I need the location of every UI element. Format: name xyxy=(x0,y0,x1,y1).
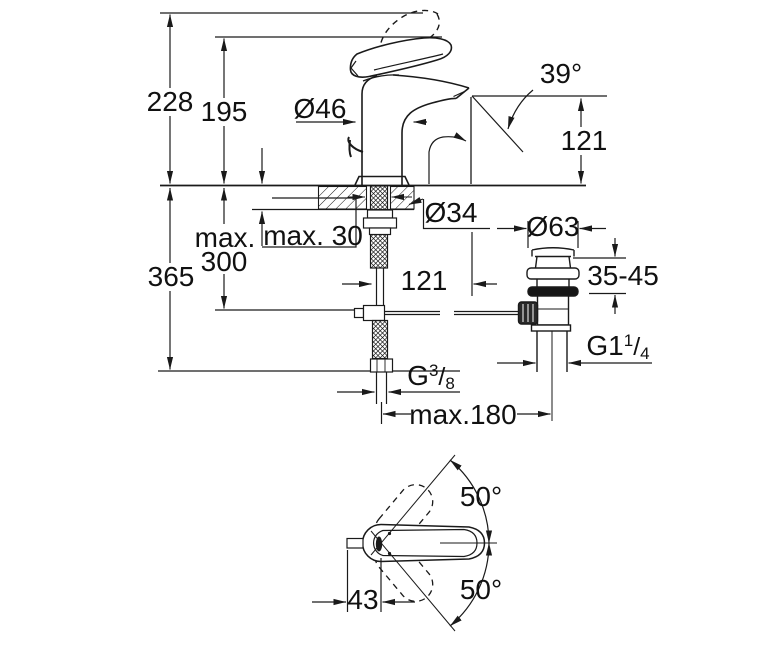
drain-rim xyxy=(530,324,572,332)
label-body-diameter: Ø46 xyxy=(293,93,347,124)
label-hose-clearance-value: 300 xyxy=(200,246,248,277)
pop-up-drain xyxy=(517,247,580,421)
dim-drain-flange xyxy=(497,221,606,248)
mounting-shank xyxy=(353,185,520,404)
dim-faucet-to-drain xyxy=(380,402,551,424)
drain-flange xyxy=(526,267,580,280)
pop-up-knob xyxy=(347,136,364,158)
label-deck-thickness: max. 30 xyxy=(263,220,363,251)
label-drain-flange: Ø63 xyxy=(526,211,580,242)
label-hose-length: 365 xyxy=(147,261,195,292)
label-deck-hole: Ø34 xyxy=(424,197,478,228)
base-escutcheon xyxy=(354,175,410,186)
label-spout-height: 121 xyxy=(560,125,608,156)
drain-cap xyxy=(531,247,575,258)
label-height-to-lever: 195 xyxy=(200,96,248,127)
dim-deck-hole xyxy=(408,197,490,230)
label-supply-thread: G3/8 xyxy=(407,360,455,393)
dimension-lines xyxy=(166,14,652,612)
spout-top xyxy=(392,74,470,89)
label-faucet-to-drain: max.180 xyxy=(409,399,517,430)
dim-deck-thickness xyxy=(258,148,357,248)
spout-outlet-face xyxy=(455,87,470,100)
label-swing-upper: 50° xyxy=(459,481,503,512)
spout-tab-top-view xyxy=(346,537,364,549)
handle-pivot-mark xyxy=(375,536,383,552)
label-spout-reach: 121 xyxy=(400,265,448,296)
drain-gasket xyxy=(527,286,579,297)
handle-top-view xyxy=(346,454,497,632)
pop-up-tee-nib xyxy=(353,307,365,319)
spout-underside xyxy=(401,97,457,185)
lever-handle xyxy=(349,36,453,78)
dim-spout-reach xyxy=(342,232,497,296)
braided-hose xyxy=(371,319,389,360)
faucet-side-view xyxy=(347,9,470,186)
label-overall-height: 228 xyxy=(146,86,194,117)
label-lever-offset: 43 xyxy=(347,584,379,615)
dim-drain-deck-thickness xyxy=(573,238,626,314)
dim-lever-offset xyxy=(312,550,415,612)
label-drain-thread: G11/4 xyxy=(586,330,650,363)
label-drain-deck-thickness: 35-45 xyxy=(587,260,659,291)
pop-up-tee xyxy=(362,304,386,322)
body-left-edge xyxy=(361,75,378,185)
label-hose-clearance-max: max. xyxy=(194,222,256,253)
label-spout-angle: 39° xyxy=(539,58,583,89)
label-swing-lower: 50° xyxy=(459,574,503,605)
dim-spout-angle xyxy=(428,89,534,184)
supply-nut xyxy=(369,358,394,373)
deck-section xyxy=(317,185,415,210)
drain-body xyxy=(536,295,570,326)
swing-arcs xyxy=(449,459,493,627)
